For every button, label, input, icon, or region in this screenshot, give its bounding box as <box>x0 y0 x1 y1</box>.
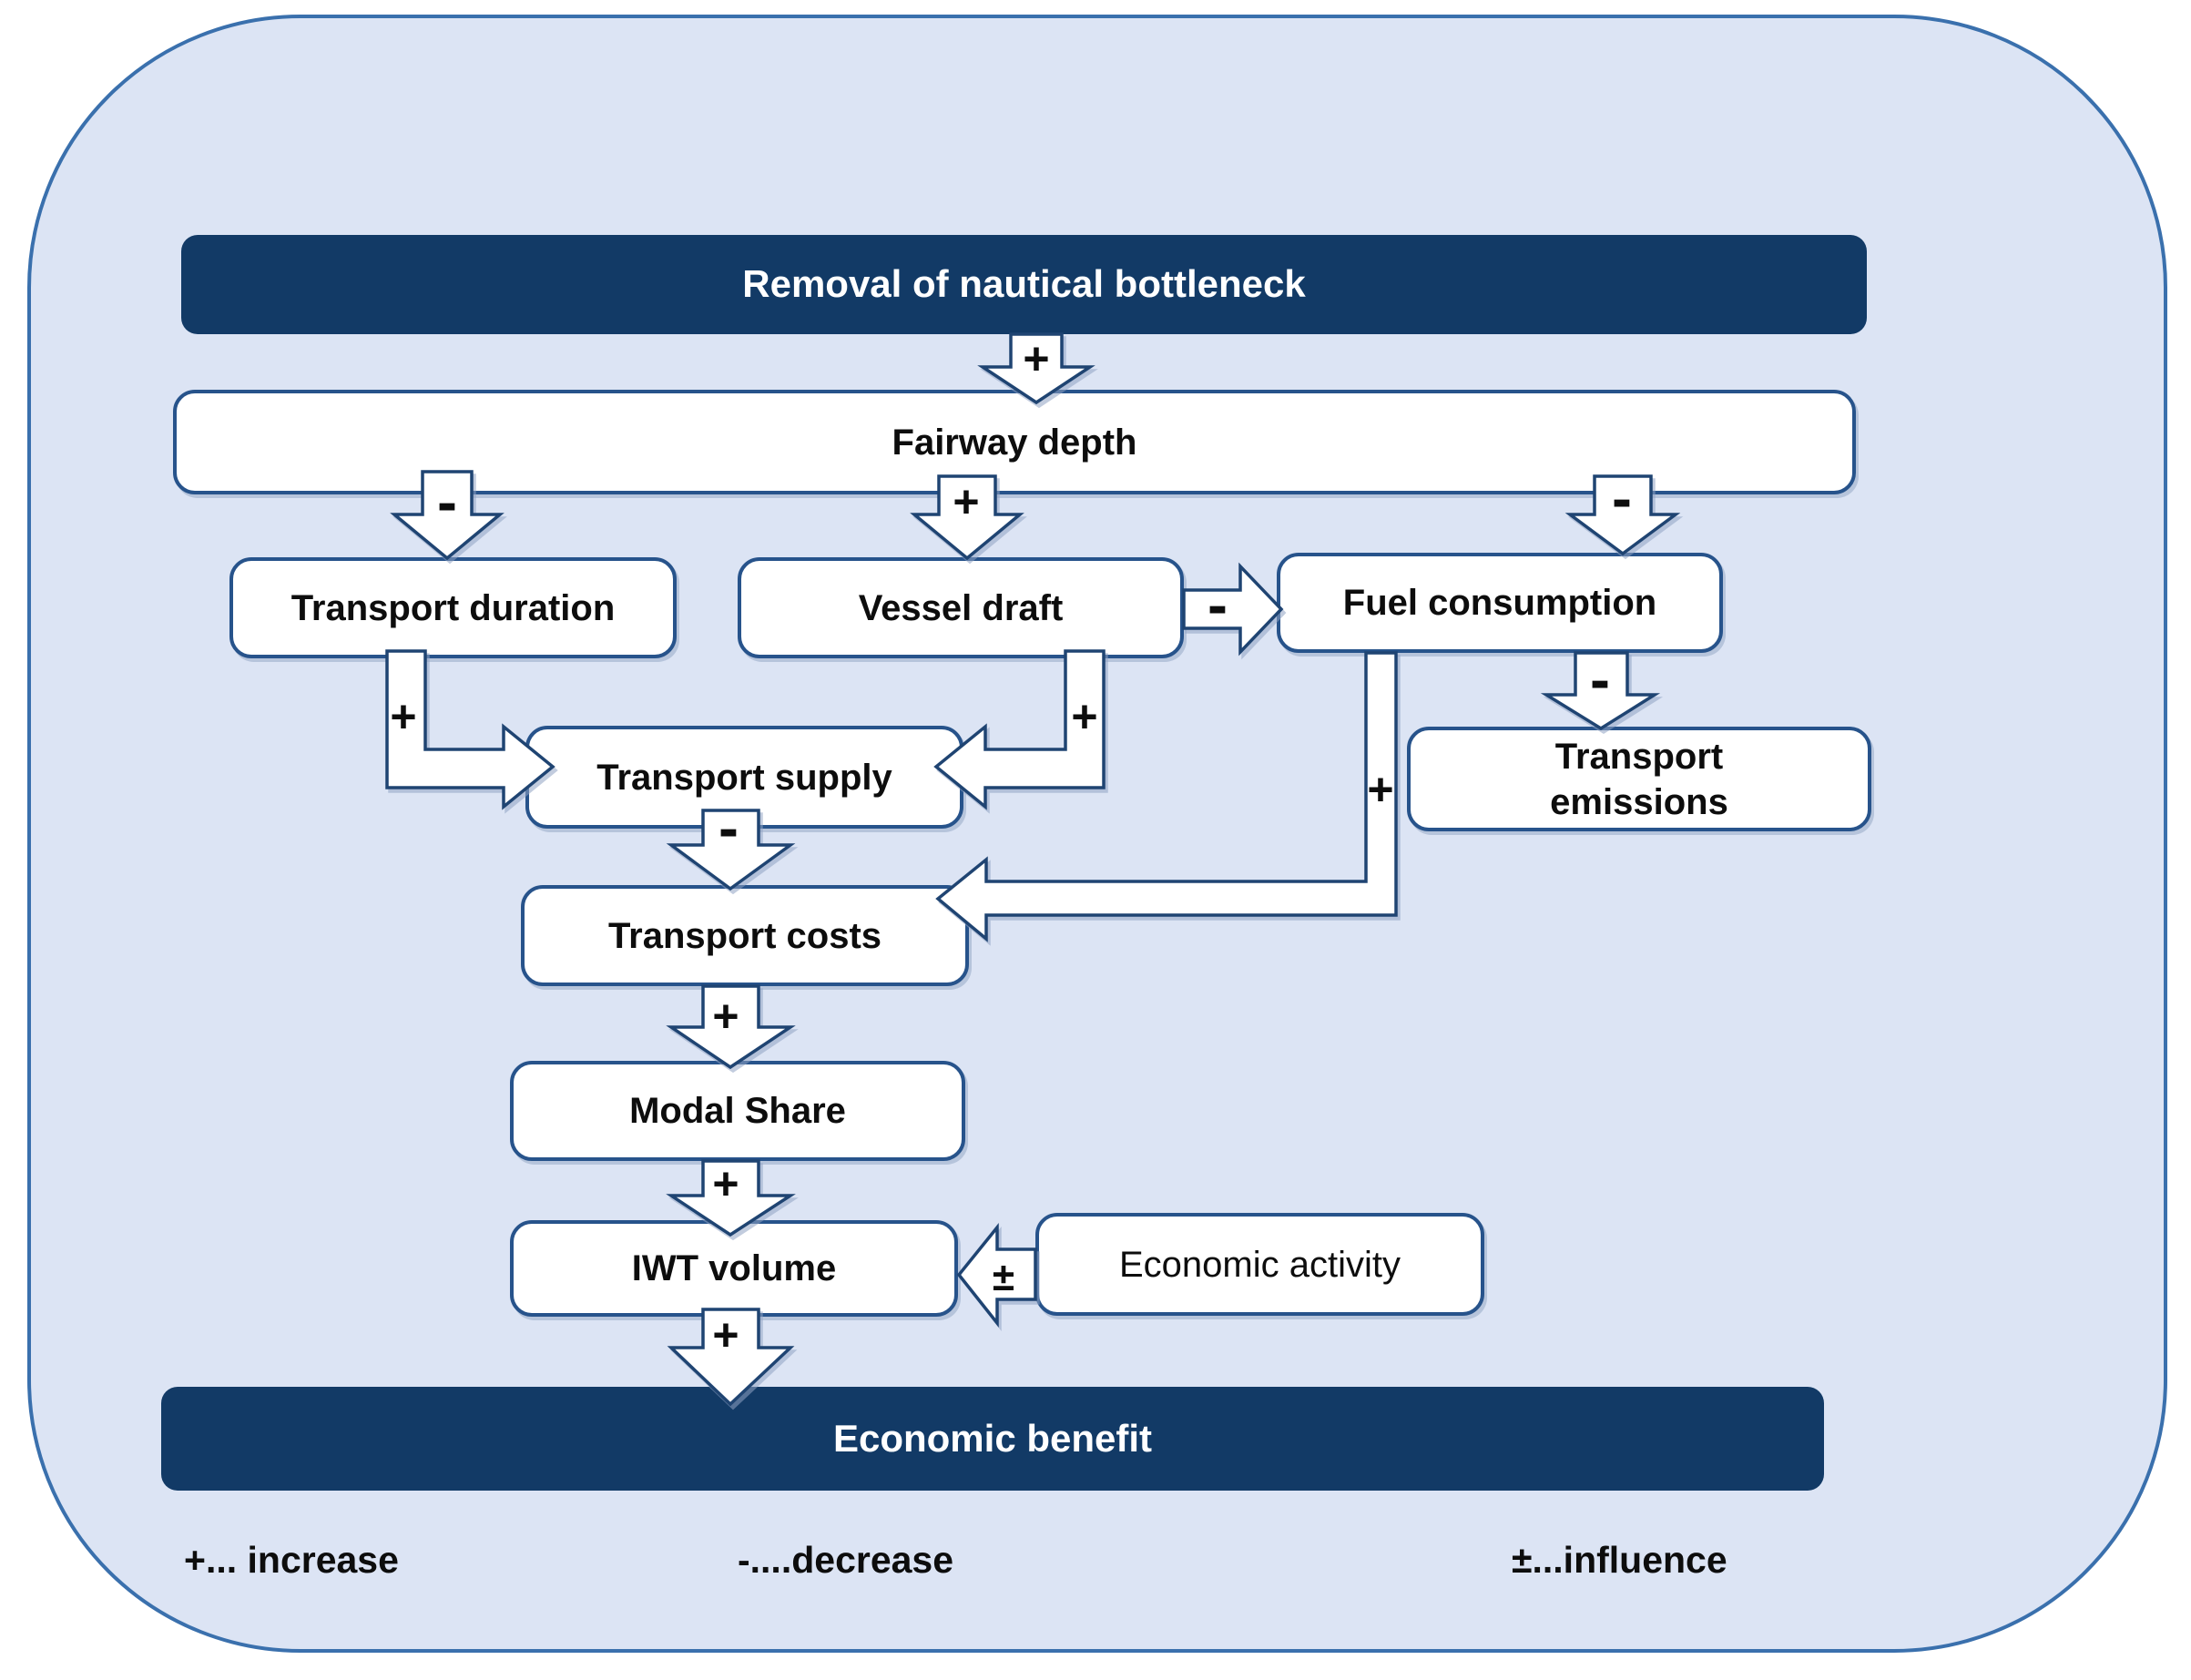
arrow-sign: + <box>712 1309 739 1360</box>
arrow-vessel-draft-to-transport-supply <box>933 649 1106 810</box>
arrow-sign: + <box>390 691 417 742</box>
arrow-transport-costs-to-modal-share <box>666 984 796 1070</box>
arrow-fuel-consumption-to-transport-emissions <box>1540 651 1661 731</box>
arrow-fairway-to-vessel-draft <box>910 474 1024 561</box>
legend-decrease: -....decrease <box>738 1539 954 1581</box>
node-label: Transport supply <box>596 757 892 798</box>
arrow-transport-supply-to-transport-costs <box>666 809 796 891</box>
node-modal-share: Modal Share <box>510 1061 965 1161</box>
arrow-sign: + <box>953 476 980 527</box>
arrow-fuel-consumption-to-transport-costs <box>935 651 1398 942</box>
arrow-sign: + <box>1071 691 1098 742</box>
node-transport-supply: Transport supply <box>525 726 963 829</box>
legend-increase: +... increase <box>184 1539 399 1581</box>
arrow-sign: - <box>1590 645 1610 713</box>
arrow-iwt-volume-to-economic-benefit <box>667 1308 795 1407</box>
arrow-sign: ± <box>992 1255 1015 1300</box>
node-label: Economic activity <box>1119 1244 1401 1285</box>
node-label: Modal Share <box>629 1091 846 1131</box>
node-fuel-consumption: Fuel consumption <box>1277 553 1723 653</box>
arrow-sign: - <box>718 793 739 861</box>
arrow-sign: + <box>1023 333 1050 384</box>
arrow-modal-share-to-iwt-volume <box>666 1159 796 1237</box>
arrow-sign: - <box>437 467 457 535</box>
arrow-fairway-to-fuel-consumption <box>1564 474 1681 556</box>
arrow-sign: + <box>712 1158 739 1209</box>
node-label: Fuel consumption <box>1342 583 1657 623</box>
node-label: Vessel draft <box>858 587 1064 628</box>
arrow-sign: - <box>1208 570 1228 638</box>
node-label: Transport emissions <box>1550 736 1728 822</box>
node-label: Economic benefit <box>832 1416 1153 1460</box>
arrow-sign: - <box>1612 463 1632 532</box>
node-economic-benefit: Economic benefit <box>161 1387 1824 1491</box>
arrow-fairway-to-transport-duration <box>390 470 504 561</box>
node-iwt-volume: IWT volume <box>510 1220 958 1317</box>
arrow-transport-duration-to-transport-supply <box>385 649 555 810</box>
node-economic-activity: Economic activity <box>1035 1213 1484 1316</box>
node-label: Fairway depth <box>892 422 1137 463</box>
node-label: Transport costs <box>607 915 882 956</box>
node-vessel-draft: Vessel draft <box>738 557 1184 658</box>
legend-influence: ±...influence <box>1512 1539 1727 1581</box>
node-transport-costs: Transport costs <box>521 885 969 986</box>
node-label: IWT volume <box>631 1248 837 1288</box>
arrow-vessel-draft-to-fuel-consumption <box>1182 562 1284 657</box>
arrow-sign: + <box>712 991 739 1042</box>
node-transport-duration: Transport duration <box>229 557 677 658</box>
node-removal-of-nautical-bottleneck: Removal of nautical bottleneck <box>181 235 1867 334</box>
arrow-economic-activity-to-iwt-volume <box>956 1223 1037 1329</box>
arrow-removal-to-fairway <box>977 332 1096 405</box>
node-label: Removal of nautical bottleneck <box>742 262 1306 306</box>
node-label: Transport duration <box>290 587 616 628</box>
node-transport-emissions: Transport emissions <box>1407 727 1871 831</box>
arrow-sign: + <box>1367 764 1394 815</box>
